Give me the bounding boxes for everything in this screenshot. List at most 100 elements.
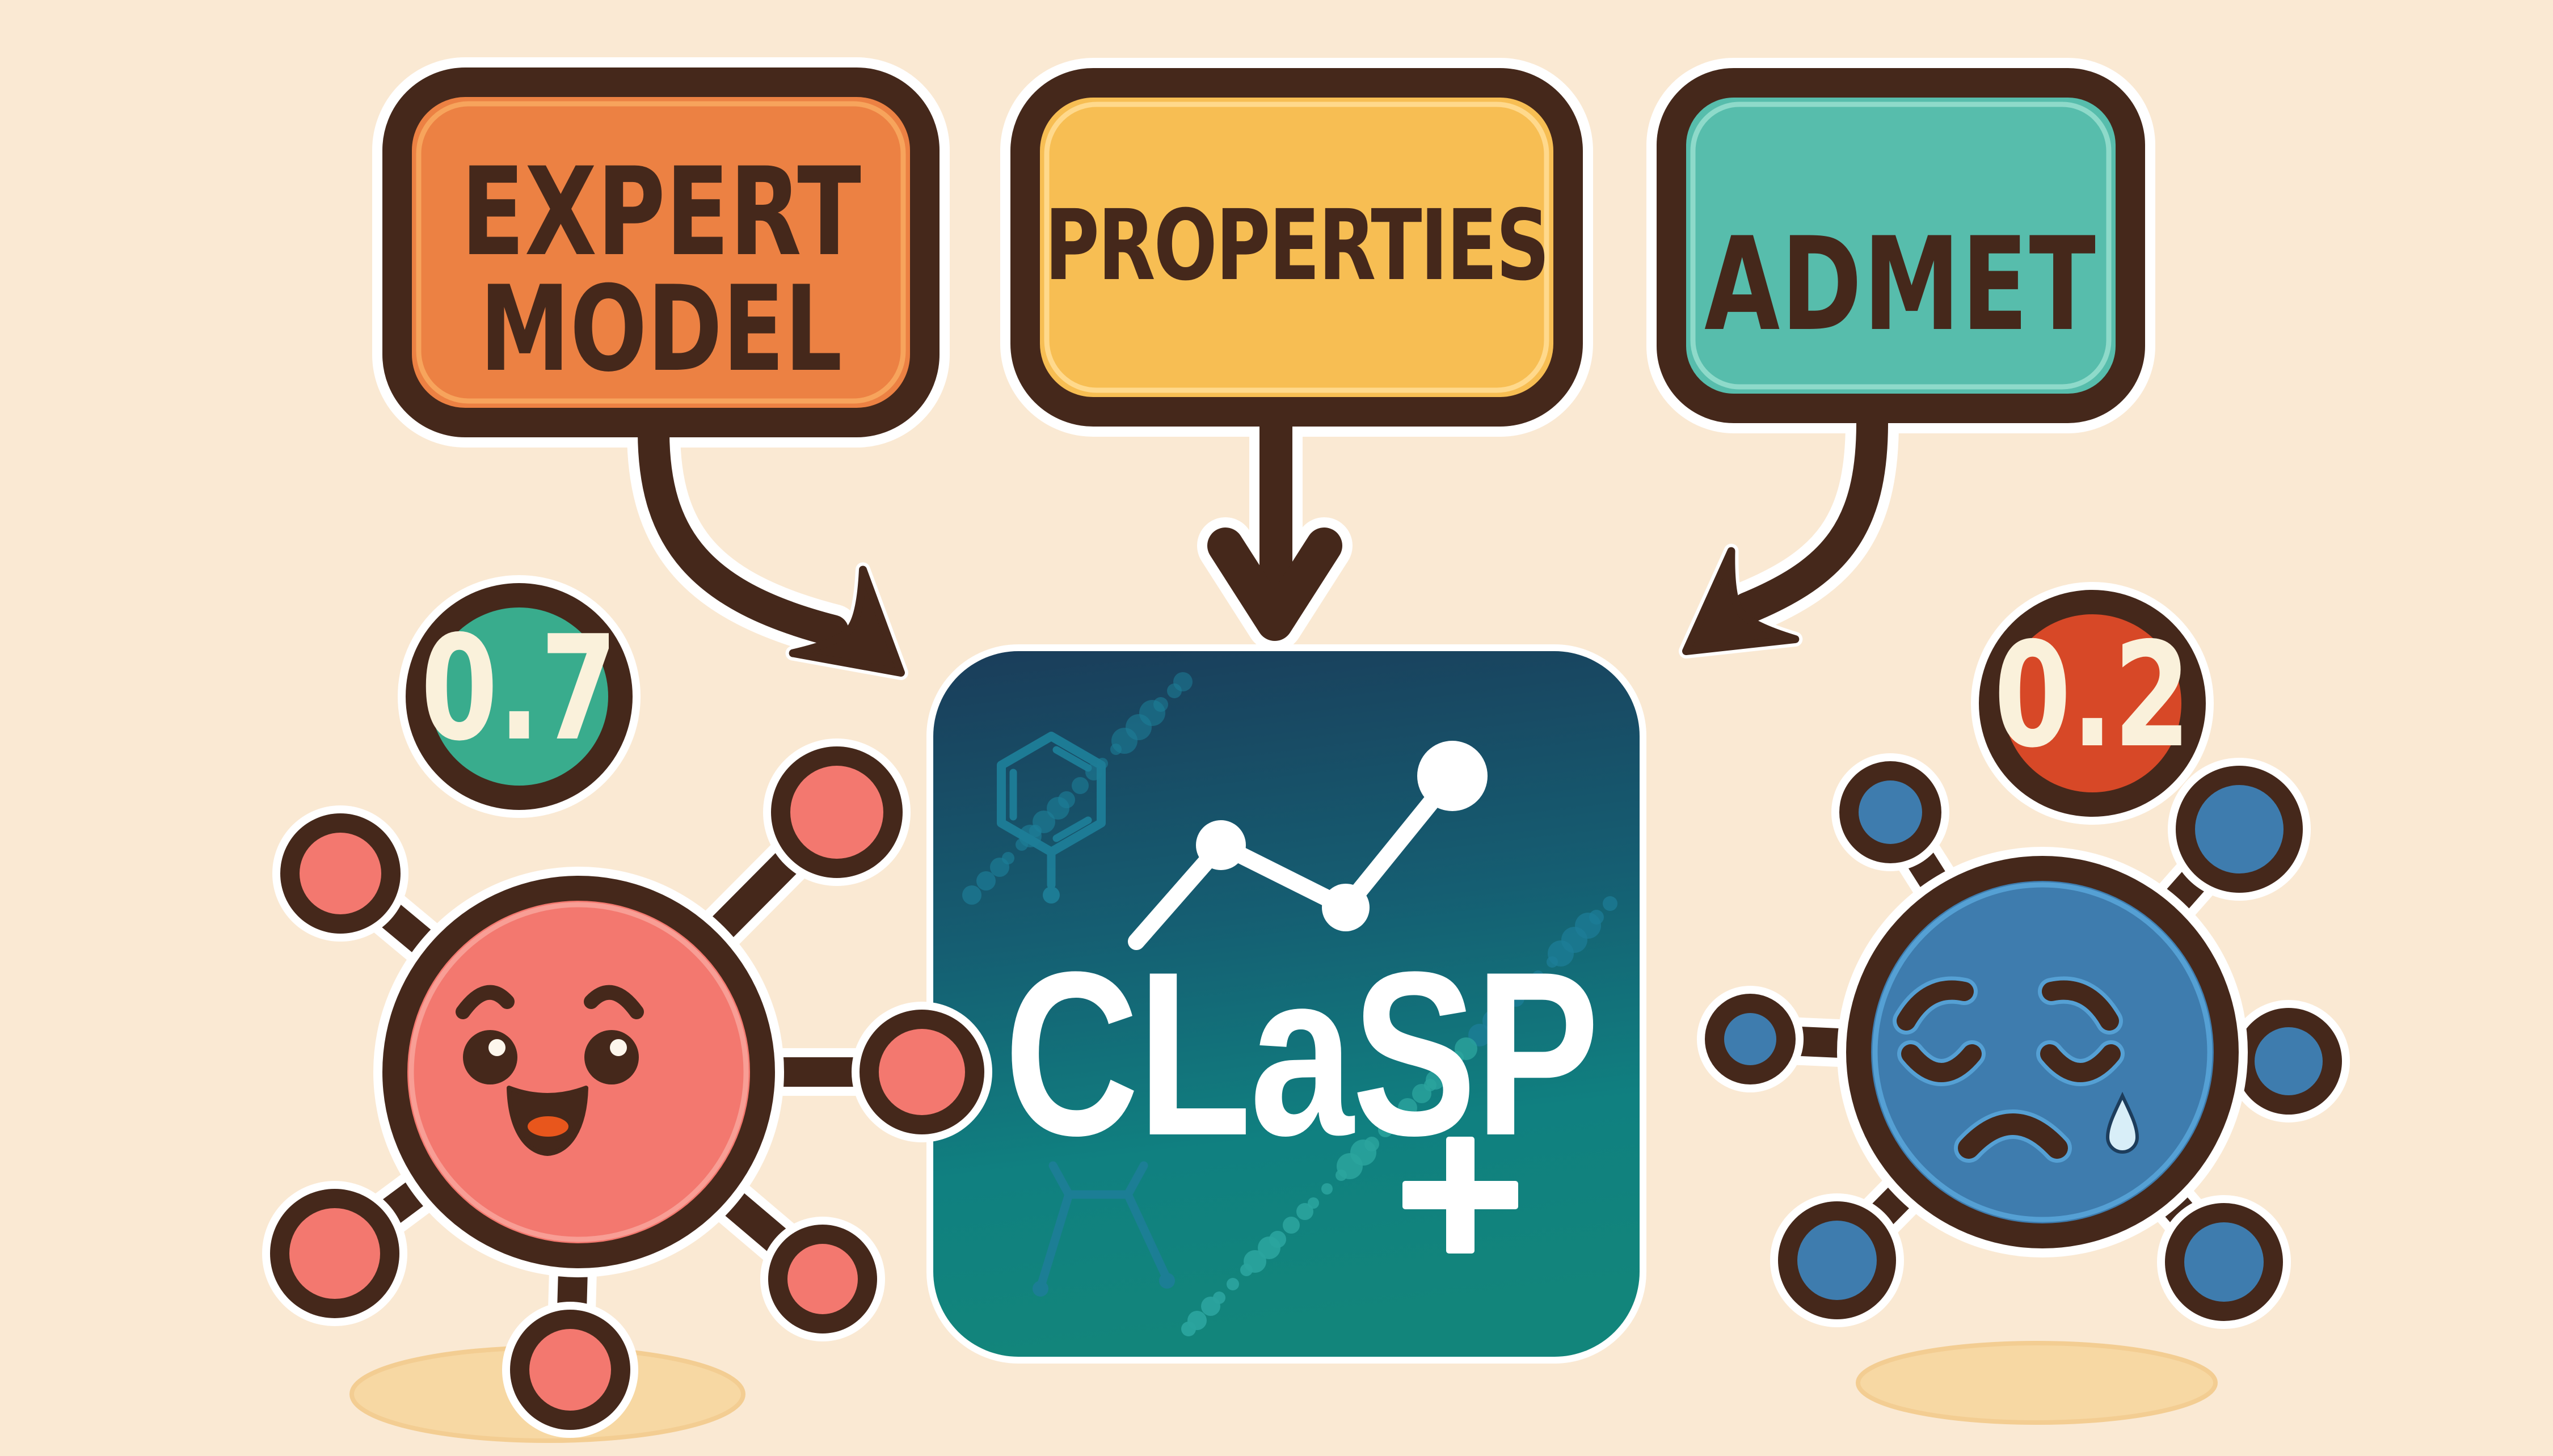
clasp-wordmark: CLaSP [1004,923,1598,1184]
benzene-ring-icon [997,732,1106,904]
score-badge-right: 0.2 [1971,582,2214,825]
happy-spoke-nodes [262,738,992,1438]
right-molecule-shadow [1858,1343,2215,1423]
arrows [627,396,1899,680]
chart-node [1322,884,1370,931]
icon-dot [1187,1311,1207,1330]
sad-molecule [1697,753,2350,1329]
clasp-icon-art [962,672,1617,1336]
admet-box: ADMET [1657,68,2145,423]
frown-mouth [1958,1113,2068,1159]
admet-arrow [1732,407,1888,624]
tear-drop-icon [2105,1091,2139,1154]
icon-dot [1532,970,1544,982]
icon-dot [1173,672,1193,691]
properties-arrowhead-icon [1207,527,1342,641]
icon-dot [962,885,981,905]
icon-dot [1269,1231,1286,1248]
sad-body-inner-edge [1872,882,2213,1222]
line-chart-icon [1128,741,1488,950]
icon-dot [1213,1292,1225,1304]
spoke-node [300,833,381,914]
icon-dot [1244,1250,1266,1273]
icon-dot [1519,984,1530,995]
molecule-skeleton-icon [1033,1161,1175,1297]
properties-label: PROPERTIES [1044,189,1548,303]
score-badge-left: 0.7 [398,575,641,818]
spoke-node [529,1329,611,1411]
expert-arrow [638,415,849,647]
icon-dot [1589,910,1604,925]
icon-dot [1227,1278,1239,1290]
icon-dot [1548,940,1574,967]
plus-vertical-bar [1446,1137,1474,1254]
right-closed-eye [2040,1044,2121,1082]
icon-dot [1603,896,1617,911]
icon-dot [1364,1137,1379,1151]
right-shadow-rim [1856,1341,2218,1425]
chart-node [1196,820,1246,870]
left-eyebrow [456,985,515,1019]
chart-line [1128,767,1461,950]
spoke-node [1797,1221,1877,1300]
properties-box-body [1010,68,1583,427]
icon-dot [1337,1153,1363,1179]
icon-dot [1308,1197,1319,1209]
spoke-node [2184,1222,2264,1302]
sad-spoke-nodes [1697,753,2350,1329]
icon-dot [1424,1079,1436,1091]
right-eye [584,1030,639,1084]
expert-model-label-line2: MODEL [479,260,842,398]
icon-dot [1494,1004,1511,1021]
left-badge-face [430,607,608,786]
spoke-node [790,766,883,859]
right-score-value: 0.2 [1994,611,2190,779]
happy-face [456,985,644,1156]
icon-dot [1398,1098,1417,1117]
left-eye-glint [488,1039,505,1056]
plus-icon [1402,1137,1518,1254]
properties-box-inner-edge [1044,102,1549,393]
right-badge-face [2003,614,2181,792]
spoke-node [1724,1013,1776,1065]
spoke-node [1859,780,1922,844]
icon-dot [1153,697,1168,712]
expert-arrowhead-icon [789,565,905,677]
icon-dot [1072,777,1089,794]
expert-model-label-line1: EXPERT [461,142,861,284]
icon-dot [1455,1037,1477,1060]
admet-box-inner-edge [1690,102,2112,390]
admet-arrowhead-icon [1682,547,1800,655]
spoke-node [2195,785,2284,873]
spoke-node [879,1029,965,1115]
right-eye-glint [610,1039,627,1056]
icon-dot [976,871,996,891]
icon-dot [1002,852,1014,864]
icon-dot [1058,791,1075,808]
happy-body-inner-edge [408,902,749,1242]
icon-dot [1438,1065,1450,1078]
icon-dot [1033,811,1055,833]
clasp-app-icon: CLaSP [926,644,1646,1364]
spoke-node [289,1208,380,1299]
left-closed-eye [1901,1044,1982,1082]
left-score-value: 0.7 [420,604,617,773]
right-sad-eyebrow [2042,980,2119,1031]
admet-box-body [1657,68,2145,423]
properties-box: PROPERTIES [1010,68,1583,427]
expert-model-box: EXPERT MODEL [382,67,940,437]
sad-face [1893,976,2139,1163]
icon-dot [1111,728,1138,754]
chart-node [1417,741,1488,811]
icon-dot [1296,1203,1313,1220]
left-sad-eyebrow [1897,980,1974,1031]
spoke-node [2255,1027,2323,1095]
expert-model-box-inner-edge [416,101,906,404]
icon-dot [1507,990,1524,1007]
left-eye [463,1030,517,1084]
right-eyebrow [584,985,644,1019]
tongue [523,1112,573,1141]
icon-dot [1283,1217,1300,1234]
icon-dot [1321,1183,1333,1195]
